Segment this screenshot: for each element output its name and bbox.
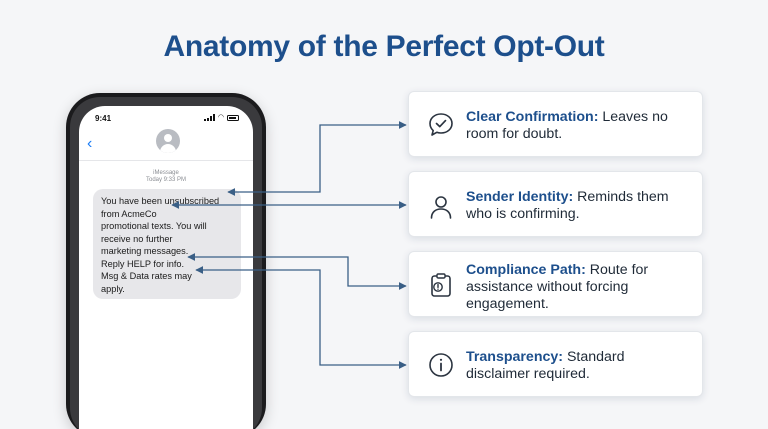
card-label: Clear Confirmation:: [466, 109, 599, 125]
card-text: Compliance Path: Route for assistance wi…: [466, 262, 692, 313]
message-line: promotional texts. You will: [101, 221, 207, 231]
message-line: Msg & Data rates may: [101, 271, 192, 281]
card-compliance-path: Compliance Path: Route for assistance wi…: [408, 251, 703, 317]
avatar[interactable]: [156, 129, 180, 153]
card-sender-identity: Sender Identity: Reminds them who is con…: [408, 171, 703, 237]
header-divider: [79, 160, 253, 161]
card-label: Sender Identity:: [466, 189, 574, 205]
connector-clear-confirmation: [227, 121, 407, 196]
card-description: Leaves no room for doubt.: [466, 109, 668, 142]
card-description: Route for assistance without forcing eng…: [466, 262, 649, 312]
connector-transparency: [195, 266, 407, 369]
message-line: apply.: [101, 283, 125, 294]
card-description: Standard disclaimer required.: [466, 349, 625, 382]
card-clear-confirmation: Clear Confirmation: Leaves no room for d…: [408, 91, 703, 157]
clipboard-alert-icon: [427, 271, 455, 299]
card-transparency: Transparency: Standard disclaimer requir…: [408, 331, 703, 397]
page-title: Anatomy of the Perfect Opt-Out: [163, 30, 605, 63]
info-icon: [427, 351, 455, 379]
wifi-icon: ◠: [217, 114, 224, 121]
connector-compliance-path: [187, 253, 407, 290]
card-description: Reminds them who is confirming.: [466, 189, 669, 222]
signal-icon: [203, 114, 215, 121]
battery-icon: [227, 114, 239, 121]
message-line: You have been unsubscribed: [101, 196, 220, 206]
message-line: receive no further: [101, 233, 173, 244]
person-icon: [427, 193, 455, 221]
card-label: Compliance Path:: [466, 262, 586, 278]
card-text: Clear Confirmation: Leaves no room for d…: [466, 109, 692, 143]
message-line: Reply HELP for info.: [101, 258, 185, 269]
card-text: Sender Identity: Reminds them who is con…: [466, 189, 692, 223]
back-chevron-icon[interactable]: ‹: [87, 135, 93, 152]
message-line: marketing messages.: [101, 246, 189, 256]
card-text: Transparency: Standard disclaimer requir…: [466, 349, 692, 383]
message-line: from AcmeCo: [101, 208, 157, 219]
service-label: iMessage: [153, 170, 179, 176]
card-label: Transparency:: [466, 349, 563, 365]
message-timestamp: Today 9:33 PM: [145, 177, 187, 183]
status-icons: ◠: [203, 114, 239, 121]
status-time: 9:41: [95, 114, 112, 123]
chat-check-icon: [427, 111, 455, 139]
